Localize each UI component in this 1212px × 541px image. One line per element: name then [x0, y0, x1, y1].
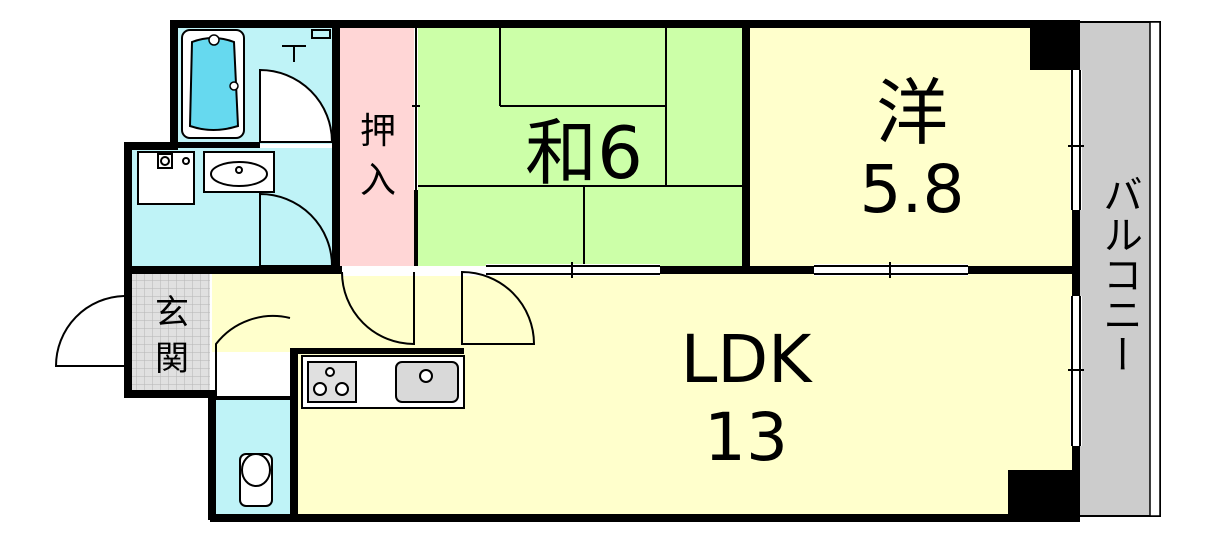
toilet-icon [239, 453, 273, 507]
washitsu-label: 和6 [525, 111, 643, 195]
balcony-label: バルコニー [1096, 174, 1142, 374]
bathtub-icon [181, 29, 245, 139]
washing-machine-icon [137, 151, 195, 205]
youshitsu-label-1: 洋 [876, 71, 948, 155]
closet-label-1: 押 [360, 111, 396, 152]
entrance-tile [132, 272, 210, 390]
sliding-doors [412, 28, 1084, 446]
wash-basin-icon [203, 151, 275, 193]
shower-faucet-icon [282, 29, 331, 62]
youshitsu-label-2: 5.8 [860, 151, 965, 228]
kitchen-counter [301, 355, 465, 409]
balcony-area [1077, 21, 1161, 517]
closet-area [340, 28, 416, 268]
ldk-label-1: LDK [681, 321, 814, 398]
walls [124, 20, 1080, 522]
ldk-label-2: 13 [704, 399, 788, 476]
tatami-seams [418, 28, 748, 268]
closet-label-2: 入 [360, 160, 396, 201]
youshitsu-area [750, 28, 1072, 268]
swing-doors [54, 68, 536, 396]
entrance-label-2: 関 [155, 339, 189, 379]
entrance-label-1: 玄 [155, 293, 189, 333]
